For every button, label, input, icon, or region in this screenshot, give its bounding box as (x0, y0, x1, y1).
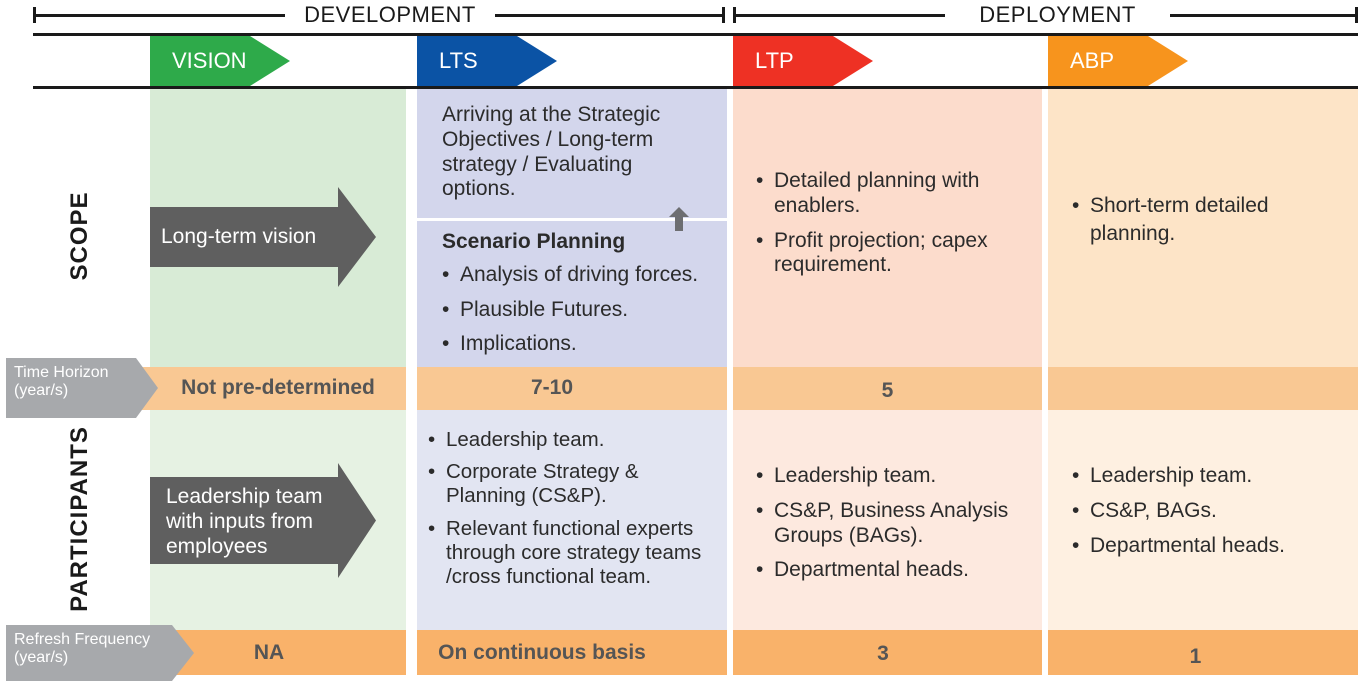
refresh-frequency-tag-line1: Refresh Frequency (14, 631, 151, 648)
list-item: Leadership team. (756, 464, 1031, 489)
list-item: Profit projection; capex requirement. (756, 229, 1026, 279)
list-item: Detailed planning with enablers. (756, 169, 1026, 219)
list-item: Corporate Strategy & Planning (CS&P). (428, 460, 718, 508)
ltp-time-horizon-cell (733, 367, 1042, 410)
list-item: Leadership team. (428, 428, 718, 452)
ltp-participants-list: Leadership team. CS&P, Business Analysis… (756, 464, 1031, 583)
ltp-scope-block: Detailed planning with enablers. Profit … (756, 169, 1026, 286)
list-item: CS&P, BAGs. (1072, 499, 1347, 524)
ltp-refresh-cell (733, 630, 1042, 675)
stage-ltp-label: LTP (755, 48, 794, 73)
list-item: Departmental heads. (1072, 534, 1347, 559)
vision-participants-text: Leadership team with inputs from employe… (166, 485, 323, 558)
stage-lts-arrow: LTS (417, 36, 557, 86)
ltp-time-horizon-value: 5 (881, 379, 894, 402)
deployment-phase-label: DEPLOYMENT (945, 2, 1170, 28)
lts-scope-divider (417, 218, 727, 221)
development-phase-label: DEVELOPMENT (285, 2, 495, 28)
vision-time-horizon-cell (133, 367, 406, 410)
ltp-scope-list: Detailed planning with enablers. Profit … (756, 169, 1026, 278)
stage-vision-arrow: VISION (150, 36, 290, 86)
participants-row-label: PARTICIPANTS (66, 426, 93, 612)
time-horizon-tag: Time Horizon (year/s) (6, 358, 158, 418)
time-horizon-tag-line2: (year/s) (14, 381, 69, 399)
lts-scope-objectives: Arriving at the Strategic Objectives / L… (442, 103, 661, 201)
stage-abp-label: ABP (1070, 48, 1115, 73)
development-phase-end-tick (722, 7, 725, 23)
ltp-refresh-value: 3 (877, 642, 889, 665)
lts-time-horizon-cell (417, 367, 727, 410)
list-item: Short-term detailed planning. (1072, 192, 1342, 249)
abp-scope-block: Short-term detailed planning. (1072, 192, 1342, 257)
up-arrow-icon (669, 207, 689, 231)
lts-scenario-list: Analysis of driving forces. Plausible Fu… (442, 263, 727, 357)
stage-abp-arrow: ABP (1048, 36, 1188, 86)
lts-scenario-block: Scenario Planning Analysis of driving fo… (442, 230, 727, 367)
abp-time-horizon-cell (1048, 367, 1358, 410)
vision-refresh-value: NA (253, 641, 285, 664)
list-item: Plausible Futures. (442, 298, 727, 323)
list-item: Leadership team. (1072, 464, 1347, 489)
stage-vision-label: VISION (172, 48, 247, 73)
abp-participants-block: Leadership team. CS&P, BAGs. Departmenta… (1072, 464, 1347, 566)
vision-time-horizon-value: Not pre-determined (181, 376, 375, 399)
lts-scenario-title: Scenario Planning (442, 230, 626, 253)
lts-refresh-cell (417, 630, 727, 675)
list-item: CS&P, Business Analysis Groups (BAGs). (756, 499, 1031, 549)
stage-lts-label: LTS (439, 48, 478, 73)
ltp-participants-block: Leadership team. CS&P, Business Analysis… (756, 464, 1031, 591)
time-horizon-tag-line1: Time Horizon (14, 364, 109, 381)
header-top-rule (33, 33, 1358, 36)
abp-scope-list: Short-term detailed planning. (1072, 192, 1342, 249)
list-item: Analysis of driving forces. (442, 263, 727, 288)
deployment-phase-end-tick (1355, 7, 1358, 23)
refresh-frequency-tag: Refresh Frequency (year/s) (6, 625, 194, 681)
lts-time-horizon-value: 7-10 (530, 376, 574, 399)
list-item: Implications. (442, 332, 727, 357)
lts-participants-block: Leadership team. Corporate Strategy & Pl… (428, 428, 718, 597)
header-bottom-rule (33, 86, 1358, 89)
lts-participants-list: Leadership team. Corporate Strategy & Pl… (428, 428, 718, 589)
abp-refresh-cell (1048, 630, 1358, 675)
stage-ltp-arrow: LTP (733, 36, 873, 86)
list-item: Departmental heads. (756, 558, 1031, 583)
abp-participants-list: Leadership team. CS&P, BAGs. Departmenta… (1072, 464, 1347, 558)
abp-refresh-value: 1 (1189, 645, 1202, 668)
list-item: Relevant functional experts through core… (428, 517, 718, 590)
scope-row-label: SCOPE (66, 191, 93, 281)
vision-scope-text: Long-term vision (161, 225, 317, 248)
lts-refresh-value: On continuous basis (438, 641, 646, 664)
vision-participants-arrow: Leadership team with inputs from employe… (150, 463, 376, 578)
refresh-frequency-tag-line2: (year/s) (14, 648, 69, 666)
